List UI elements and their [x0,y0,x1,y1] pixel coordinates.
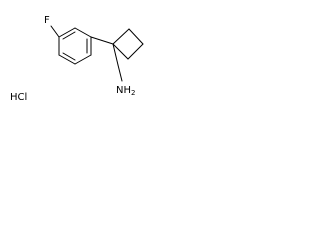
cyclobutane-bond-right-bottom [127,43,144,60]
amine-bond [117,64,123,82]
ring-bond-top-left [58,27,76,38]
methylene-bond [112,43,119,66]
ring-double-bond-bottom [62,52,76,61]
aryl-cyclobutyl-bond [90,36,114,45]
amine-main-label: NH [116,85,131,96]
ring-bond-top-right [74,27,92,38]
cyclobutane-ring [112,28,144,60]
ring-bond-bottom-left [58,54,76,65]
benzene-ring [58,27,92,65]
fluorine-bond [50,25,60,38]
ring-double-bond-top [62,31,76,40]
cyclobutane-bond-right-top [128,28,144,45]
molecule-structure-diagram: F NH2 HCl [10,15,144,103]
hydrochloride-label: HCl [10,92,27,103]
cyclobutane-bond-bottom [112,43,129,60]
amine-label: NH2 [116,85,135,97]
amine-subscript-label: 2 [131,89,135,97]
cyclobutane-bond-top [112,28,130,45]
ring-bond-bottom-right [74,54,92,65]
fluorine-label: F [44,15,50,26]
